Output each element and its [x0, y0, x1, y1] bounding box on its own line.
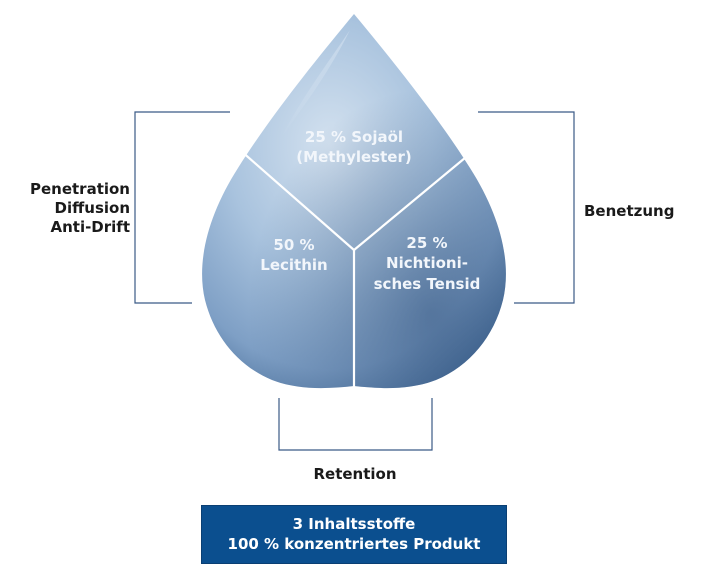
label-bottom: Retention	[313, 465, 397, 483]
right-bracket	[478, 111, 575, 304]
drop-shadow-overlay	[202, 14, 506, 389]
divider-right	[353, 142, 484, 251]
segment-left-line1: 50 %	[273, 236, 314, 254]
segment-top-line2: (Methylester)	[296, 148, 411, 166]
segment-right-line1: 25 %	[406, 234, 447, 252]
summary-line1: 3 Inhaltsstoffe	[292, 515, 416, 533]
summary-line2: 100 % konzentriertes Produkt	[227, 535, 481, 553]
summary-box: 3 Inhaltsstoffe 100 % konzentriertes Pro…	[201, 505, 507, 564]
segment-left-line2: Lecithin	[260, 256, 327, 274]
divider-left	[231, 142, 355, 251]
segment-top-line1: 25 % Sojaöl	[305, 128, 403, 146]
segment-right-line3: sches Tensid	[374, 275, 481, 293]
bottom-bracket	[278, 398, 433, 451]
label-left-line1: Penetration	[29, 180, 130, 198]
label-right: Benetzung	[584, 202, 675, 220]
segment-right-line2: Nichtioni-	[386, 254, 468, 272]
left-bracket	[134, 111, 230, 304]
label-left-line3: Anti-Drift	[50, 218, 130, 236]
label-left-line2: Diffusion	[54, 199, 130, 217]
drop-highlight	[280, 30, 350, 140]
label-left: Penetration Diffusion Anti-Drift	[0, 180, 130, 237]
